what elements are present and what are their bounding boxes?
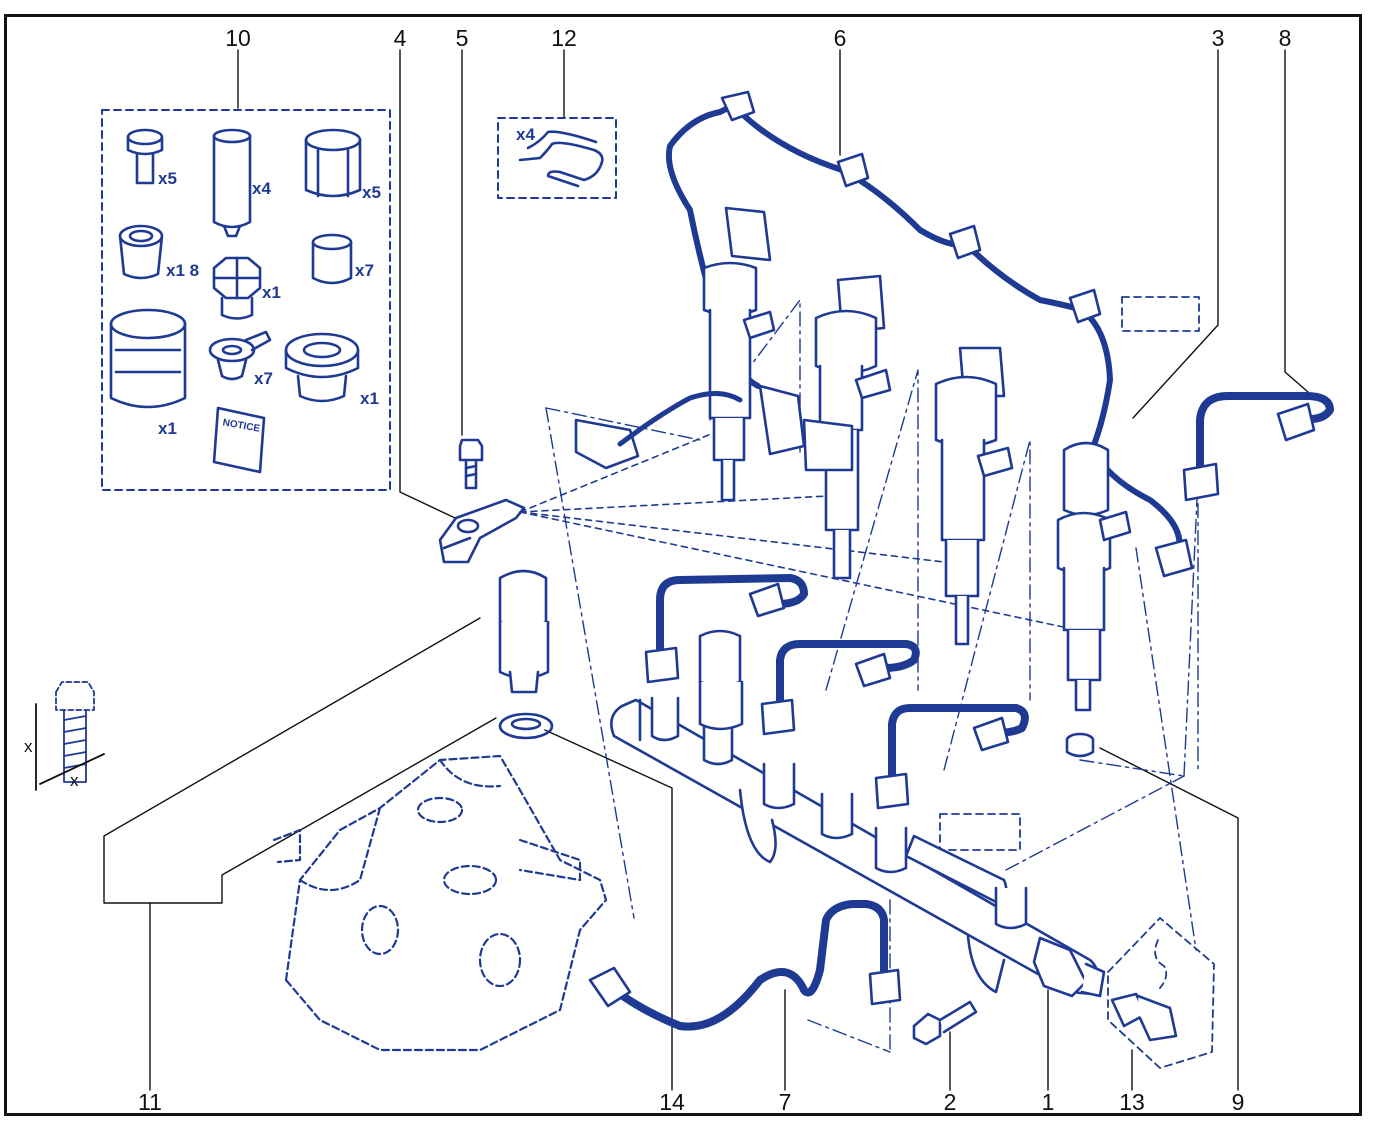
- kit-flange-icon: [284, 332, 360, 403]
- clamp-bolt-icon: [458, 438, 484, 490]
- injector-return-fittings-icon: [742, 310, 1132, 542]
- qty-hex-plug: x1: [262, 283, 281, 302]
- quantity-labels: x5 x4 x5 x1 8 x7 x1 x1 x7 x1 x4: [158, 125, 535, 438]
- rail-pressure-sensor-icon: [698, 629, 744, 731]
- callout-3: 3: [1212, 25, 1225, 51]
- kit-cylinder-icon: [109, 308, 187, 409]
- supply-pipe-nuts-icon: [588, 966, 902, 1008]
- qty-nut-small: x7: [355, 261, 374, 280]
- rail-outlet-stubs-icon: [650, 696, 1028, 930]
- harness-connector-block-icon: [574, 384, 854, 472]
- projection-lines: [519, 431, 1069, 629]
- rail-bolt-icon: [912, 1000, 978, 1046]
- qty-cap: x1 8: [166, 261, 199, 280]
- injector-1-icon: [702, 206, 772, 502]
- callout-labels: 10 4 5 12 6 3 8 11 14 7 2 1 13 9: [138, 25, 1291, 1115]
- callout-6: 6: [834, 25, 847, 51]
- callout-12: 12: [551, 25, 577, 51]
- supply-pipe-icon: [608, 900, 888, 1031]
- clip-spring-icon: [518, 130, 604, 188]
- qty-cylinder: x1: [158, 419, 177, 438]
- callout-5: 5: [456, 25, 469, 51]
- notice-label: NOTICE: [222, 417, 261, 434]
- rail-end-plug-icon: [1032, 936, 1106, 998]
- bolt-dimension-icon: [35, 681, 105, 791]
- dimension-height-label: x: [24, 737, 33, 756]
- kit-plug-icon: [126, 128, 164, 185]
- injector-clamp-icon: [438, 498, 526, 564]
- callout-7: 7: [779, 1089, 792, 1115]
- injector-4-icon: [1056, 441, 1112, 712]
- qty-plug: x5: [158, 169, 177, 188]
- kit-box: [101, 109, 391, 491]
- qty-nut-large: x5: [362, 183, 381, 202]
- callout-9: 9: [1232, 1089, 1245, 1115]
- injector-pipes-icon: [656, 574, 1029, 788]
- callout-10: 10: [225, 25, 251, 51]
- kit-washer-tab-icon: [208, 330, 272, 381]
- kit-sleeve-icon: [212, 128, 252, 238]
- pipe-8-icon: [1182, 392, 1334, 502]
- callout-2: 2: [944, 1089, 957, 1115]
- kit-notice-booklet-icon: [212, 406, 266, 474]
- kit-cap-icon: [118, 224, 164, 280]
- pipe-nuts-icon: [644, 582, 1010, 810]
- small-rect-dashed: [939, 296, 1200, 851]
- dimension-labels: x x: [24, 737, 79, 790]
- callout-11: 11: [138, 1089, 162, 1115]
- callout-14: 14: [659, 1089, 685, 1115]
- fuel-rail-icon: [610, 698, 1099, 996]
- fitting-13-box: [1107, 917, 1215, 1069]
- high-pressure-pump-icon: [272, 754, 608, 1052]
- diagram-frame: [4, 14, 1362, 1116]
- kit-hex-plug-icon: [212, 256, 262, 320]
- injector-3-icon: [934, 346, 1006, 646]
- qty-sleeve: x4: [252, 179, 271, 198]
- seal-washer-9-icon: [1065, 732, 1095, 758]
- sealing-washer-icon: [498, 712, 554, 740]
- fitting-13-icon: [1110, 992, 1178, 1042]
- kit-nut-large-icon: [304, 128, 362, 198]
- clip-box: [497, 117, 617, 199]
- leader-lines: [103, 49, 1309, 1091]
- callout-13: 13: [1119, 1089, 1145, 1115]
- qty-flange: x1: [360, 389, 379, 408]
- return-pipe-left-icon: [617, 391, 743, 447]
- kit-nut-small-icon: [311, 233, 353, 285]
- dimension-width-label: x: [70, 771, 79, 790]
- callout-1: 1: [1042, 1089, 1055, 1115]
- qty-washer-tab: x7: [254, 369, 273, 388]
- pressure-sensor-icon: [498, 569, 550, 694]
- callout-4: 4: [394, 25, 407, 51]
- callout-8: 8: [1279, 25, 1292, 51]
- qty-clip: x4: [516, 125, 535, 144]
- harness-connectors-icon: [720, 90, 1194, 578]
